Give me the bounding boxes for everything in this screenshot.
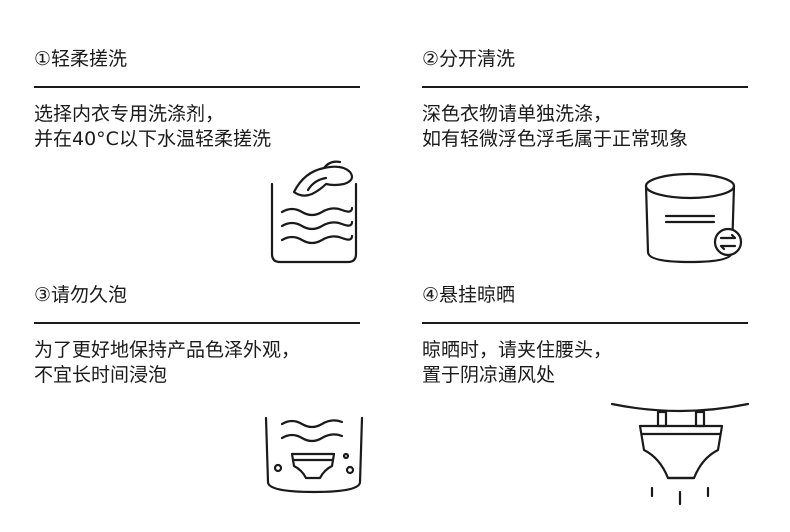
section-hang-dry: ④悬挂晾晒 晾晒时，请夹住腰头， 置于阴凉通风处 — [422, 282, 752, 532]
divider — [34, 86, 360, 88]
hang-dry-icon — [610, 400, 750, 510]
section-gentle-wash: ①轻柔搓洗 选择内衣专用洗涤剂， 并在40°C以下水温轻柔搓洗 — [34, 46, 364, 296]
section-no-soak: ③请勿久泡 为了更好地保持产品色泽外观， 不宜长时间浸泡 — [34, 282, 364, 532]
section-title: ②分开清洗 — [422, 48, 516, 70]
separate-wash-basin-icon — [642, 170, 752, 266]
text-line: 为了更好地保持产品色泽外观， — [34, 339, 301, 361]
divider — [422, 86, 748, 88]
divider — [422, 322, 748, 324]
text-line: 深色衣物请单独洗涤， — [422, 103, 613, 125]
section-text: 晾晒时，请夹住腰头， 置于阴凉通风处 — [422, 338, 612, 388]
section-title: ①轻柔搓洗 — [34, 48, 128, 70]
text-line: 不宜长时间浸泡 — [34, 364, 168, 386]
text-line: 如有轻微浮色浮毛属于正常现象 — [422, 128, 689, 150]
text-line: 选择内衣专用洗涤剂， — [34, 103, 225, 125]
section-text: 为了更好地保持产品色泽外观， 不宜长时间浸泡 — [34, 338, 300, 388]
no-long-soak-icon — [264, 408, 364, 496]
section-text: 选择内衣专用洗涤剂， 并在40°C以下水温轻柔搓洗 — [34, 102, 271, 152]
text-line: 晾晒时，请夹住腰头， — [422, 339, 613, 361]
divider — [34, 322, 360, 324]
text-line: 并在40°C以下水温轻柔搓洗 — [34, 128, 271, 150]
section-title: ④悬挂晾晒 — [422, 284, 516, 306]
section-text: 深色衣物请单独洗涤， 如有轻微浮色浮毛属于正常现象 — [422, 102, 688, 152]
text-line: 置于阴凉通风处 — [422, 364, 556, 386]
section-separate-wash: ②分开清洗 深色衣物请单独洗涤， 如有轻微浮色浮毛属于正常现象 — [422, 46, 752, 296]
section-title: ③请勿久泡 — [34, 284, 128, 306]
hand-washing-basin-icon — [264, 154, 364, 264]
